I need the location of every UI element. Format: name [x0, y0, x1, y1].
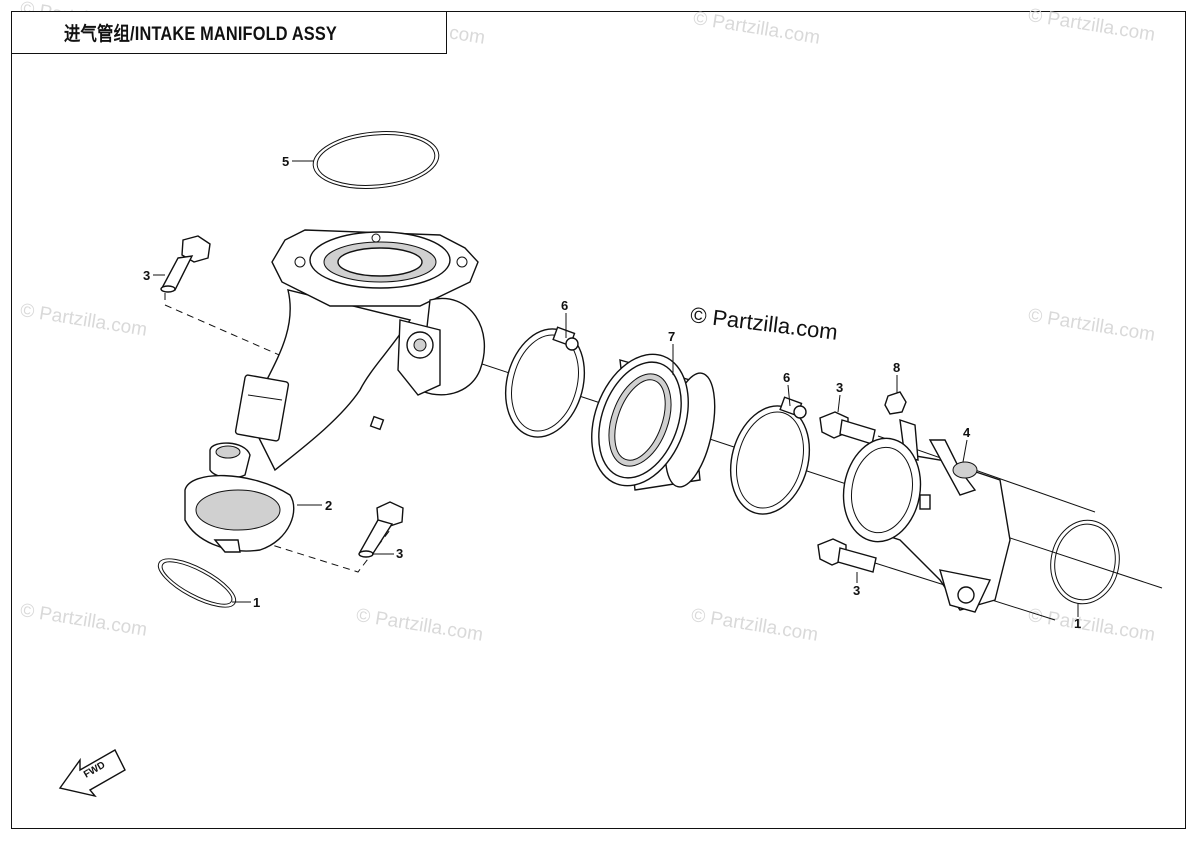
page-title: 进气管组/INTAKE MANIFOLD ASSY: [64, 24, 338, 45]
svg-text:2: 2: [325, 498, 332, 513]
o-ring-5: [312, 131, 440, 189]
callout-3: 3: [143, 268, 165, 283]
svg-text:1: 1: [1074, 616, 1081, 631]
hose-clamp-6: [729, 396, 811, 515]
svg-text:3: 3: [143, 268, 150, 283]
bolt-3: [819, 411, 876, 445]
callout-6: 6: [561, 298, 568, 338]
bolt-3: [160, 235, 211, 293]
callout-3: 3: [836, 380, 843, 413]
svg-text:6: 6: [783, 370, 790, 385]
svg-text:3: 3: [836, 380, 843, 395]
intake-manifold-4: [842, 418, 1011, 613]
throttle-body-2: [184, 229, 485, 553]
callout-7: 7: [668, 329, 675, 375]
bolt-3: [817, 538, 877, 573]
callout-3: 3: [372, 546, 403, 561]
gasket-1: [1050, 519, 1120, 605]
diagram-frame: [11, 11, 1186, 829]
bolt-3: [358, 501, 404, 558]
svg-text:7: 7: [668, 329, 675, 344]
callout-4: 4: [962, 425, 971, 463]
svg-text:6: 6: [561, 298, 568, 313]
svg-text:5: 5: [282, 154, 289, 169]
callout-1: 1: [232, 595, 260, 610]
svg-text:8: 8: [893, 360, 900, 375]
title-box: 进气管组/INTAKE MANIFOLD ASSY: [11, 11, 447, 54]
callout-1: 1: [1074, 603, 1081, 631]
callout-2: 2: [297, 498, 332, 513]
callout-8: 8: [893, 360, 900, 393]
hose-clamp-6: [504, 326, 586, 438]
cap-8: [884, 391, 907, 415]
assembly-axis-line: [469, 359, 1163, 589]
gasket-1: [157, 558, 237, 608]
callout-6: 6: [783, 370, 791, 407]
svg-text:1: 1: [253, 595, 260, 610]
svg-text:4: 4: [963, 425, 971, 440]
callout-5: 5: [282, 154, 314, 169]
svg-text:3: 3: [853, 583, 860, 598]
intake-sleeve-7: [591, 353, 716, 491]
forward-direction-arrow-icon: FWD: [58, 749, 126, 798]
bolt-dashed-guide: [164, 293, 326, 461]
svg-text:3: 3: [396, 546, 403, 561]
callout-3: 3: [853, 572, 860, 598]
